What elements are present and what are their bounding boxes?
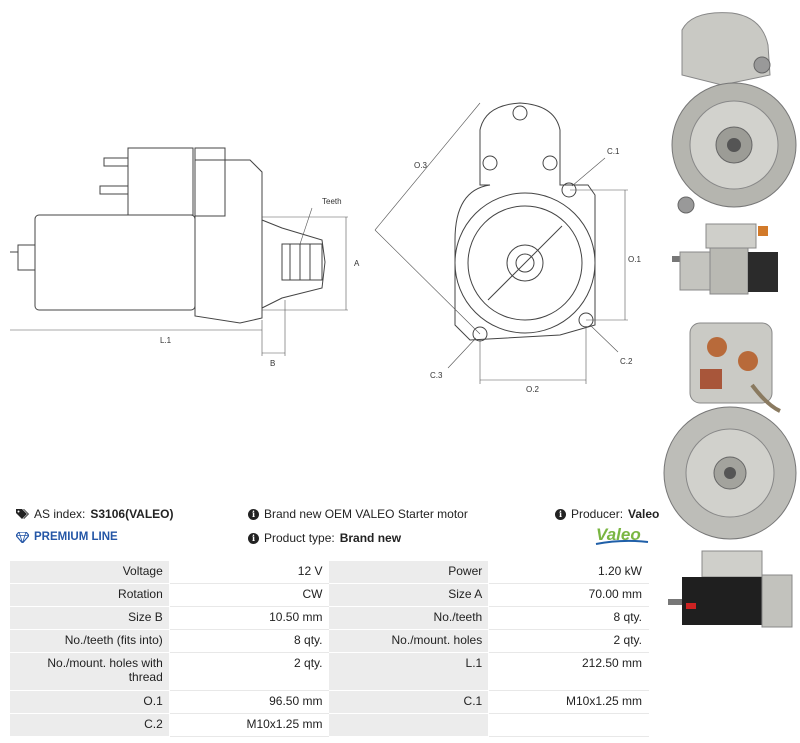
spec-value: 10.50 mm xyxy=(168,606,330,630)
table-row: No./teeth (fits into) 8 qty. No./mount. … xyxy=(9,629,649,653)
as-index-value: S3106(VALEO) xyxy=(90,507,174,521)
spec-key: Voltage xyxy=(9,560,170,584)
photo-side-upper[interactable] xyxy=(662,218,798,306)
description: i Brand new OEM VALEO Starter motor xyxy=(248,507,468,521)
table-row: C.2 M10x1.25 mm xyxy=(9,713,649,737)
producer: i Producer: Valeo xyxy=(555,507,659,521)
spec-key: Size A xyxy=(328,583,490,607)
spec-value: 96.50 mm xyxy=(168,690,330,714)
info-icon: i xyxy=(248,532,259,544)
spec-table: Voltage 12 V Power 1.20 kW Rotation CW S… xyxy=(9,560,649,737)
label-o2: O.2 xyxy=(526,385,539,394)
photo-side-lower[interactable] xyxy=(662,545,798,637)
label-o3: O.3 xyxy=(414,161,427,170)
table-row: Size B 10.50 mm No./teeth 8 qty. xyxy=(9,606,649,630)
spec-value: 2 qty. xyxy=(168,652,330,691)
product-type: i Product type: Brand new xyxy=(248,531,401,545)
spec-value: 1.20 kW xyxy=(488,560,649,584)
spec-value: 212.50 mm xyxy=(488,652,649,691)
table-row: Rotation CW Size A 70.00 mm xyxy=(9,583,649,607)
premium-line-label: PREMIUM LINE xyxy=(34,531,118,543)
spec-key: No./mount. holes with thread xyxy=(9,652,170,691)
spec-key xyxy=(328,713,490,737)
spec-key: No./mount. holes xyxy=(328,629,490,653)
spec-key: Power xyxy=(328,560,490,584)
label-a: A xyxy=(354,259,360,268)
product-type-value: Brand new xyxy=(339,531,402,545)
front-view: O.3 C.1 O.1 C.2 C.3 O.2 xyxy=(374,102,641,394)
as-index-label: AS index: xyxy=(34,507,86,521)
table-row: O.1 96.50 mm C.1 M10x1.25 mm xyxy=(9,690,649,714)
spec-value: M10x1.25 mm xyxy=(168,713,330,737)
tags-icon xyxy=(16,508,29,520)
technical-drawing: Teeth A B L.1 O.3 C.1 O.1 C.2 C.3 O.2 xyxy=(10,102,641,394)
svg-text:Valeo: Valeo xyxy=(596,525,641,544)
description-text: Brand new OEM VALEO Starter motor xyxy=(264,507,468,521)
spec-key: C.2 xyxy=(9,713,170,737)
label-teeth: Teeth xyxy=(322,197,342,206)
label-b: B xyxy=(270,359,275,368)
spec-key: C.1 xyxy=(328,690,490,714)
side-view: Teeth A B L.1 xyxy=(10,147,360,368)
premium-line: PREMIUM LINE xyxy=(16,531,118,543)
label-c1: C.1 xyxy=(607,147,620,156)
info-icon: i xyxy=(248,508,259,520)
spec-value: 70.00 mm xyxy=(488,583,649,607)
spec-value xyxy=(488,713,649,737)
table-row: No./mount. holes with thread 2 qty. L.1 … xyxy=(9,652,649,691)
label-c3: C.3 xyxy=(430,371,443,380)
spec-key: Rotation xyxy=(9,583,170,607)
table-row: Voltage 12 V Power 1.20 kW xyxy=(9,560,649,584)
spec-value: 8 qty. xyxy=(168,629,330,653)
photo-rear-terminals[interactable] xyxy=(662,315,798,540)
valeo-logo: Valeo xyxy=(594,523,650,549)
spec-value: 2 qty. xyxy=(488,629,649,653)
spec-value: 8 qty. xyxy=(488,606,649,630)
spec-key: O.1 xyxy=(9,690,170,714)
spec-key: No./teeth xyxy=(328,606,490,630)
product-type-label: Product type: xyxy=(264,531,335,545)
spec-key: No./teeth (fits into) xyxy=(9,629,170,653)
label-o1: O.1 xyxy=(628,255,641,264)
spec-value: M10x1.25 mm xyxy=(488,690,649,714)
spec-value: 12 V xyxy=(168,560,330,584)
producer-value: Valeo xyxy=(628,507,660,521)
photo-front-mount[interactable] xyxy=(662,5,798,215)
label-c2: C.2 xyxy=(620,357,633,366)
spec-value: CW xyxy=(168,583,330,607)
label-l1: L.1 xyxy=(160,336,172,345)
diamond-icon xyxy=(16,531,29,543)
producer-label: Producer: xyxy=(571,507,624,521)
spec-key: Size B xyxy=(9,606,170,630)
spec-key: L.1 xyxy=(328,652,490,691)
as-index: AS index: S3106(VALEO) xyxy=(16,507,174,521)
info-icon: i xyxy=(555,508,566,520)
